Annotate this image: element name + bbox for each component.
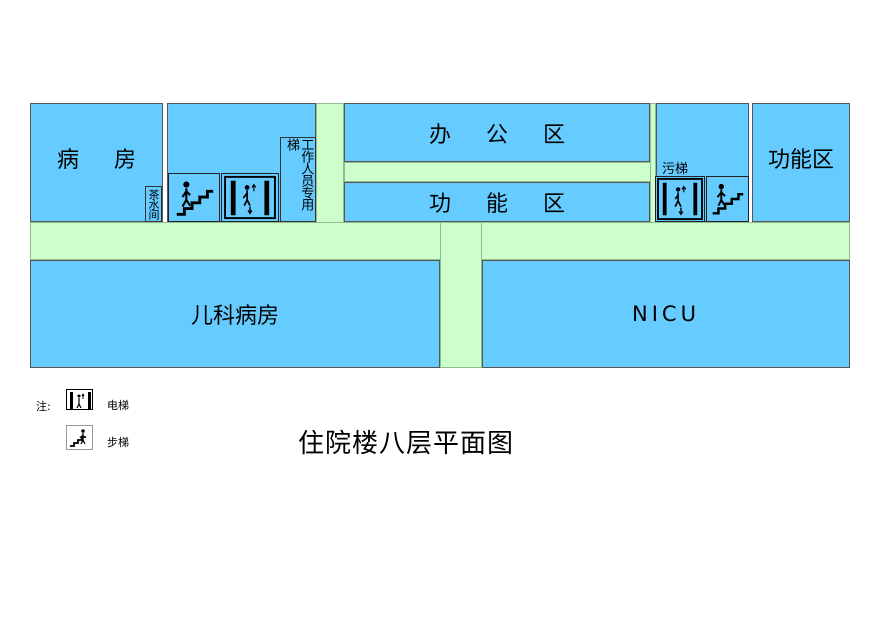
room-nicu-label: NICU: [632, 302, 700, 326]
corridor-right-vertical: [650, 103, 656, 223]
stairs-left: [168, 173, 220, 222]
room-ward-label: 病 房: [57, 147, 150, 173]
room-ward: 病 房: [30, 103, 163, 222]
stairs-icon: [70, 429, 86, 447]
room-function-mid: 功 能 区: [344, 182, 650, 222]
staff-elevator: 工作人员专用梯: [280, 137, 316, 222]
legend-stairs-label: 步梯: [107, 436, 129, 449]
room-function-right-label: 功能区: [767, 147, 834, 173]
elevator-left: [221, 173, 279, 222]
staff-elevator-label: 工作人员专用梯: [284, 138, 314, 210]
stairs-icon: [712, 183, 744, 215]
corridor-upper-horizontal: [344, 162, 652, 182]
room-pediatric-label: 儿科病房: [190, 304, 279, 329]
legend-stairs-icon-box: [66, 425, 93, 450]
room-tea-label: 茶水间: [147, 189, 160, 219]
room-pediatric: 儿科病房: [30, 260, 440, 368]
room-office-label: 办 公 区: [429, 122, 579, 148]
room-function-mid-label: 功 能 区: [429, 192, 579, 217]
elevator-icon: [657, 177, 703, 221]
legend-elevator-label: 电梯: [107, 399, 129, 412]
room-function-right: 功能区: [752, 103, 850, 222]
dirty-elevator-label: 污梯: [662, 162, 689, 177]
elevator-icon: [70, 392, 91, 409]
room-tea: 茶水间: [145, 186, 162, 222]
corridor-upper-vertical: [316, 103, 344, 223]
map-title: 住院楼八层平面图: [298, 429, 515, 459]
stairs-icon: [176, 181, 214, 216]
legend-note: 注:: [36, 400, 51, 413]
legend-elevator-icon-box: [66, 389, 93, 410]
room-office: 办 公 区: [344, 103, 650, 162]
room-nicu: NICU: [482, 260, 850, 368]
elevator-right: [655, 176, 705, 222]
stairs-right: [706, 176, 749, 222]
elevator-icon: [224, 175, 276, 220]
corridor-center-vertical: [440, 222, 482, 368]
